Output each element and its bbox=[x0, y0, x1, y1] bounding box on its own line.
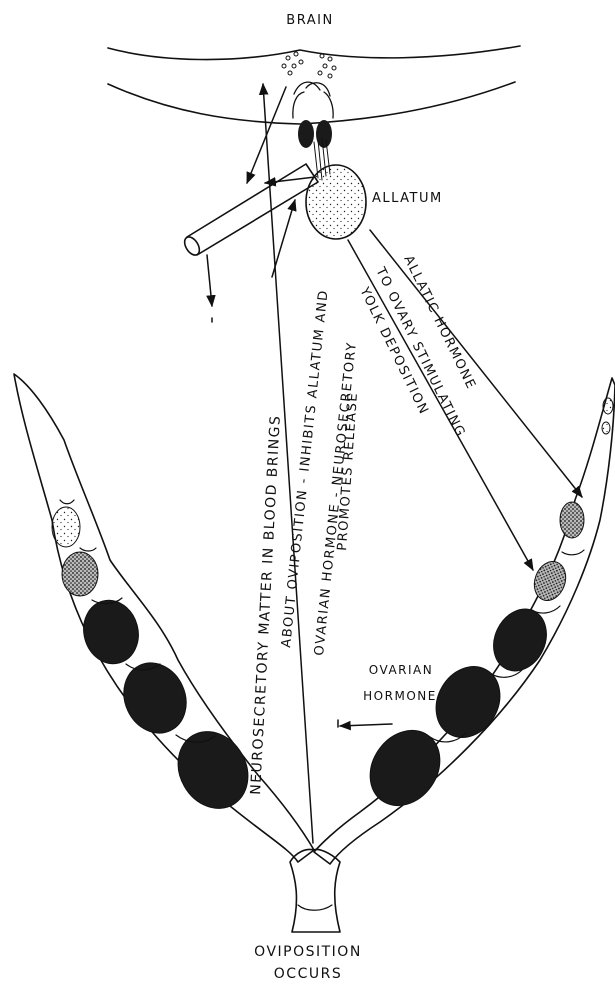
arrow-brain-to-aorta bbox=[247, 87, 286, 183]
oviposition-label-2: OCCURS bbox=[274, 966, 342, 982]
arrow-into-blood bbox=[207, 255, 212, 306]
corpus-allatum bbox=[306, 165, 366, 239]
brain bbox=[108, 46, 520, 124]
arrow-to-allatum bbox=[272, 200, 295, 277]
oviposition-label-1: OVIPOSITION bbox=[254, 944, 362, 960]
neurosecretory-label: NEUROSECRETORY MATTER IN BLOOD BRINGS bbox=[248, 414, 284, 795]
right-ovariole bbox=[314, 378, 615, 864]
arrow-ovarian-hormone bbox=[340, 724, 392, 726]
ovarian-hormone-label-2: HORMONE bbox=[363, 689, 437, 703]
ovarian-hormone-label-1: OVARIAN bbox=[369, 663, 433, 677]
arrow-aorta-junction bbox=[265, 177, 315, 183]
allatum-label: ALLATUM bbox=[372, 191, 443, 206]
brain-label: BRAIN bbox=[286, 13, 333, 28]
